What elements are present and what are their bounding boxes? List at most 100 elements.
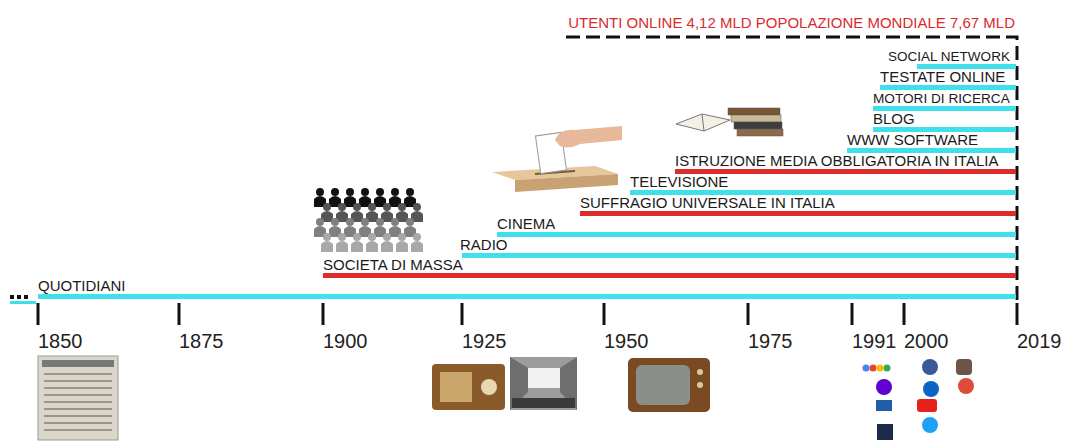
person-head [323, 203, 331, 211]
timeline-bar [462, 253, 1016, 258]
newspaper-line [44, 408, 112, 410]
cinema-photo [510, 357, 577, 410]
person-head [391, 188, 399, 196]
ellipsis-dot [17, 295, 21, 299]
timeline-bar [580, 211, 1016, 216]
newspaper-line [44, 380, 112, 382]
search-logo-dot [884, 365, 891, 372]
band-label: SOCIETA DI MASSA [323, 257, 463, 273]
band-label: BLOG [873, 111, 915, 127]
newspaper-line [44, 394, 112, 396]
axis-tick [903, 303, 906, 325]
person-head [338, 203, 346, 211]
person-body [411, 241, 423, 252]
ellipsis-dot [24, 295, 28, 299]
newspaper-line [44, 401, 112, 403]
timeline-band: TESTATE ONLINE [880, 68, 1016, 90]
newspaper-masthead [42, 360, 114, 367]
video-logo [917, 399, 937, 412]
band-label: WWW SOFTWARE [847, 132, 978, 148]
person-head [316, 218, 324, 226]
band-label: MOTORI DI RICERCA [873, 91, 1010, 107]
person-head [361, 218, 369, 226]
newspaper-line [44, 387, 112, 389]
person-head [413, 233, 421, 241]
axis-tick [37, 303, 40, 325]
timeline-band: ISTRUZIONE MEDIA OBBLIGATORIA IN ITALIA [675, 152, 1016, 174]
newspaper [38, 356, 118, 440]
person-head [368, 233, 376, 241]
person-body [381, 241, 393, 252]
timeline-bar [497, 232, 1016, 237]
portal-logo [876, 379, 892, 395]
timeline-band: QUOTIDIANI [38, 277, 1016, 299]
year-label: 1950 [604, 330, 649, 352]
band-label: CINEMA [497, 216, 555, 232]
ellipsis-bar [10, 301, 36, 304]
band-label: RADIO [460, 237, 508, 253]
axis-tick [178, 303, 181, 325]
band-label: TELEVISIONE [630, 174, 728, 190]
band-label: SOCIAL NETWORK [888, 49, 1010, 65]
book [731, 115, 781, 122]
tv-set [628, 358, 710, 412]
timeline-band: BLOG [873, 110, 1016, 132]
person-head [346, 188, 354, 196]
person-body [366, 241, 378, 252]
timeline-band: WWW SOFTWARE [847, 131, 1016, 153]
year-label: 2019 [1017, 330, 1062, 352]
person-head [383, 233, 391, 241]
band-label: QUOTIDIANI [38, 278, 126, 294]
timeline-bar [323, 273, 1016, 278]
micro-logo [922, 417, 938, 433]
radio [432, 364, 505, 410]
newspaper-line [44, 373, 112, 375]
photo-logo [956, 359, 972, 375]
person-head [331, 188, 339, 196]
axis-tick [851, 303, 854, 325]
person-head [368, 203, 376, 211]
person-head [316, 188, 324, 196]
search-logo-dot [870, 365, 877, 372]
news-logo [877, 424, 893, 440]
year-label: 2000 [904, 330, 949, 352]
person-head [406, 218, 414, 226]
timeline-bar [38, 294, 1016, 299]
timeline-band: SOCIETA DI MASSA [323, 256, 1016, 278]
year-label: 1991 [852, 330, 897, 352]
year-label: 1850 [38, 330, 83, 352]
person-body [351, 241, 363, 252]
timeline-band: TELEVISIONE [630, 173, 1016, 195]
open-book [676, 114, 730, 131]
band-label: TESTATE ONLINE [880, 69, 1005, 85]
band-label: ISTRUZIONE MEDIA OBBLIGATORIA IN ITALIA [675, 153, 998, 169]
axis-tick [322, 303, 325, 325]
network-logo [923, 381, 939, 397]
person-head [413, 203, 421, 211]
timeline-band: MOTORI DI RICERCA [873, 89, 1016, 111]
person-head [376, 188, 384, 196]
radio-grille [440, 372, 472, 402]
person-head [346, 218, 354, 226]
timeline-band: SUFFRAGIO UNIVERSALE IN ITALIA [580, 194, 1016, 216]
person-body [396, 241, 408, 252]
tv-knob [697, 382, 703, 388]
cinema-screen [528, 368, 560, 388]
ballot-box-front [515, 174, 618, 192]
crowd-row [321, 233, 423, 252]
axis-tick [1016, 303, 1019, 325]
person-body [321, 241, 333, 252]
ellipsis-dot [10, 295, 14, 299]
person-head [398, 233, 406, 241]
person-head [398, 203, 406, 211]
band-label: SUFFRAGIO UNIVERSALE IN ITALIA [580, 195, 835, 211]
person-head [331, 218, 339, 226]
timeline-bar [880, 85, 1016, 90]
timeline-band: SOCIAL NETWORK [888, 47, 1016, 69]
person-head [323, 233, 331, 241]
year-label: 1925 [462, 330, 507, 352]
person-head [338, 233, 346, 241]
timeline-band: CINEMA [497, 215, 1016, 237]
